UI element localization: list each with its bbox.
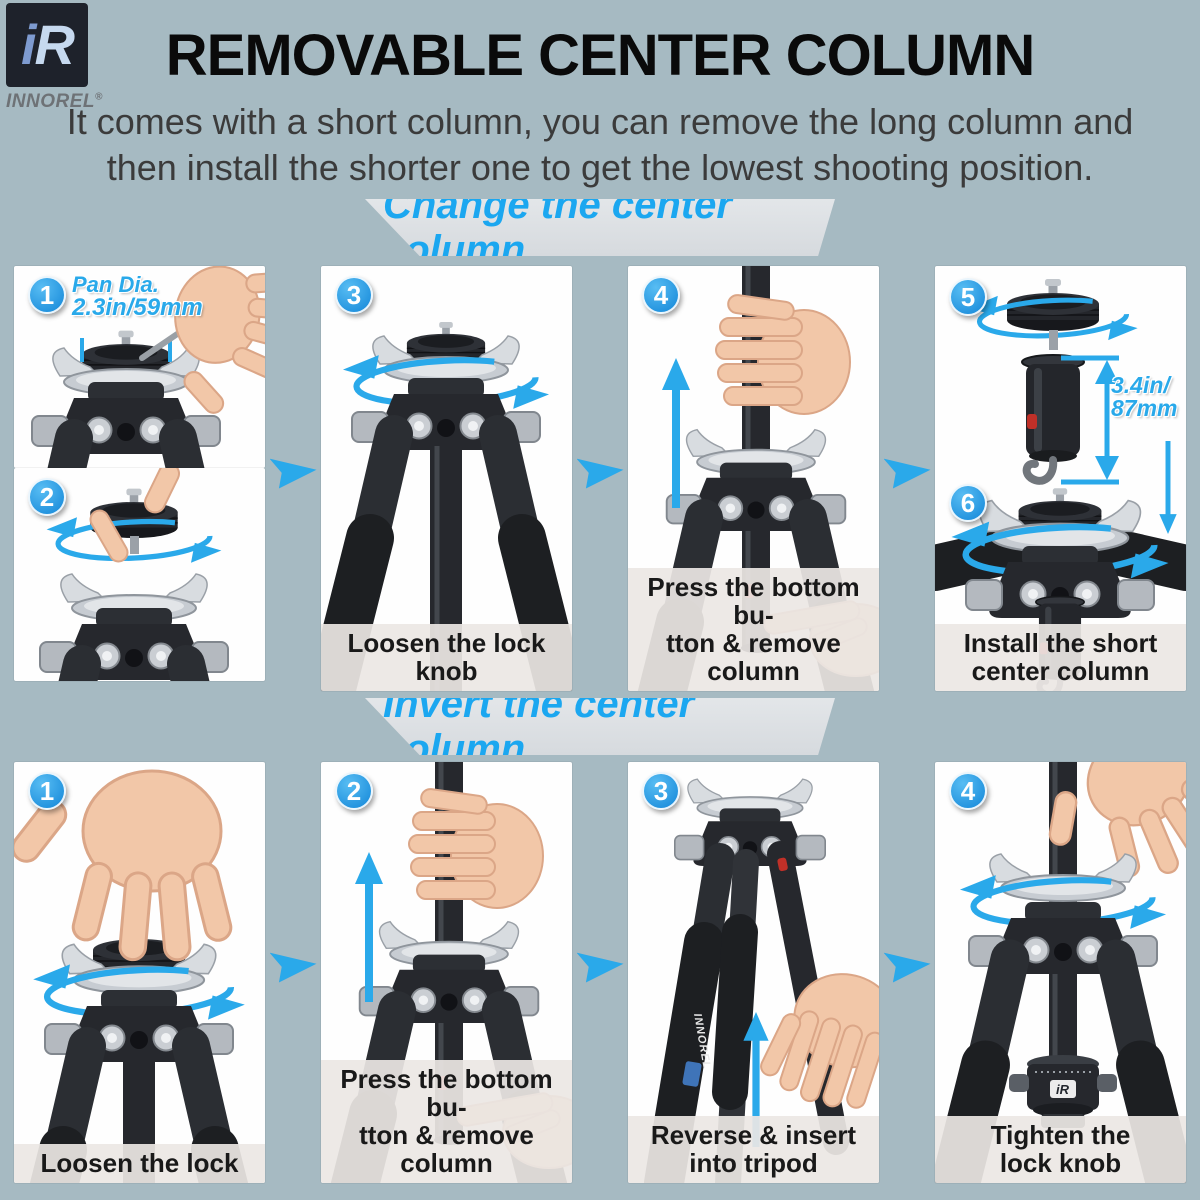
tripod-illustration	[935, 278, 1186, 691]
brand-name: INNOREL®	[6, 91, 103, 112]
section-banner-invert-column: Invert the center column	[365, 698, 835, 755]
next-step-arrow-icon	[269, 952, 317, 983]
subtitle-line-2: then install the shorter one to get the …	[106, 147, 1094, 188]
next-step-arrow-icon	[883, 952, 931, 983]
tripod-illustration: iR	[935, 762, 1186, 1183]
step-badge: 3	[642, 772, 680, 810]
subtitle-line-1: It comes with a short column, you can re…	[66, 101, 1134, 142]
pan-diameter-annotation: Pan Dia. 2.3in/59mm	[72, 272, 203, 322]
step-photo-loosen-lock-knob: 3 Loosen the lock knob	[321, 266, 572, 691]
logo-letter-r: R	[34, 13, 75, 76]
step-caption: Reverse & insert into tripod	[628, 1115, 879, 1183]
step-badge: 6	[949, 484, 987, 522]
innorel-logo: iR INNOREL®	[6, 3, 102, 113]
step-caption: Tighten the lock knob	[935, 1115, 1186, 1183]
tripod-illustration	[14, 266, 265, 468]
step-badge: 1	[28, 276, 66, 314]
step-caption: Press the bottom bu- tton & remove colum…	[628, 567, 879, 691]
step-photo-reverse-insert: INNOREL 3 Reverse & insert into tripod	[628, 762, 879, 1183]
step-badge: 5	[949, 278, 987, 316]
step-badge: 2	[28, 478, 66, 516]
tripod-illustration	[14, 468, 265, 681]
step-photo-loosen-lock: 1 Loosen the lock	[14, 762, 265, 1183]
step-photo-unscrew-plate: 2	[14, 468, 265, 681]
step-photo-tighten-lock-knob: iR 4 Tighten the lock knob	[935, 762, 1186, 1183]
logo-letter-i: i	[20, 13, 37, 76]
step-badge: 4	[642, 276, 680, 314]
step-photo-remove-plate-hexkey: 1 Pan Dia. 2.3in/59mm	[14, 266, 265, 468]
innorel-logo-mark: iR	[6, 3, 88, 87]
step-caption: Loosen the lock	[14, 1143, 265, 1183]
step-photo-install-short-column: 5 6 3.4in/ 87mm Install the short center…	[935, 266, 1186, 691]
row-change-column: 1 Pan Dia. 2.3in/59mm 2	[0, 266, 1200, 691]
step-caption: Loosen the lock knob	[321, 623, 572, 691]
step-caption: Install the short center column	[935, 623, 1186, 691]
step-badge: 2	[335, 772, 373, 810]
step-badge: 3	[335, 276, 373, 314]
step-photo-remove-column-again: 2 Press the bottom bu- tton & remove col…	[321, 762, 572, 1183]
next-step-arrow-icon	[883, 458, 931, 489]
next-step-arrow-icon	[576, 952, 624, 983]
registered-mark: ®	[95, 91, 103, 103]
step-caption: Press the bottom bu- tton & remove colum…	[321, 1059, 572, 1183]
next-step-arrow-icon	[576, 458, 624, 489]
page-title: REMOVABLE CENTER COLUMN	[165, 23, 1035, 88]
section-banner-change-column: Change the center column	[365, 199, 835, 256]
row-invert-column: 1 Loosen the lock	[0, 762, 1200, 1183]
step-photo-remove-column: 4 Press the bottom bu- tton & remove col…	[628, 266, 879, 691]
step-badge: 4	[949, 772, 987, 810]
short-column-length-annotation: 3.4in/ 87mm	[1111, 372, 1178, 422]
ball-head-logo: iR	[1056, 1082, 1070, 1097]
tripod-illustration	[14, 769, 265, 1183]
step-badge: 1	[28, 772, 66, 810]
next-step-arrow-icon	[269, 458, 317, 489]
